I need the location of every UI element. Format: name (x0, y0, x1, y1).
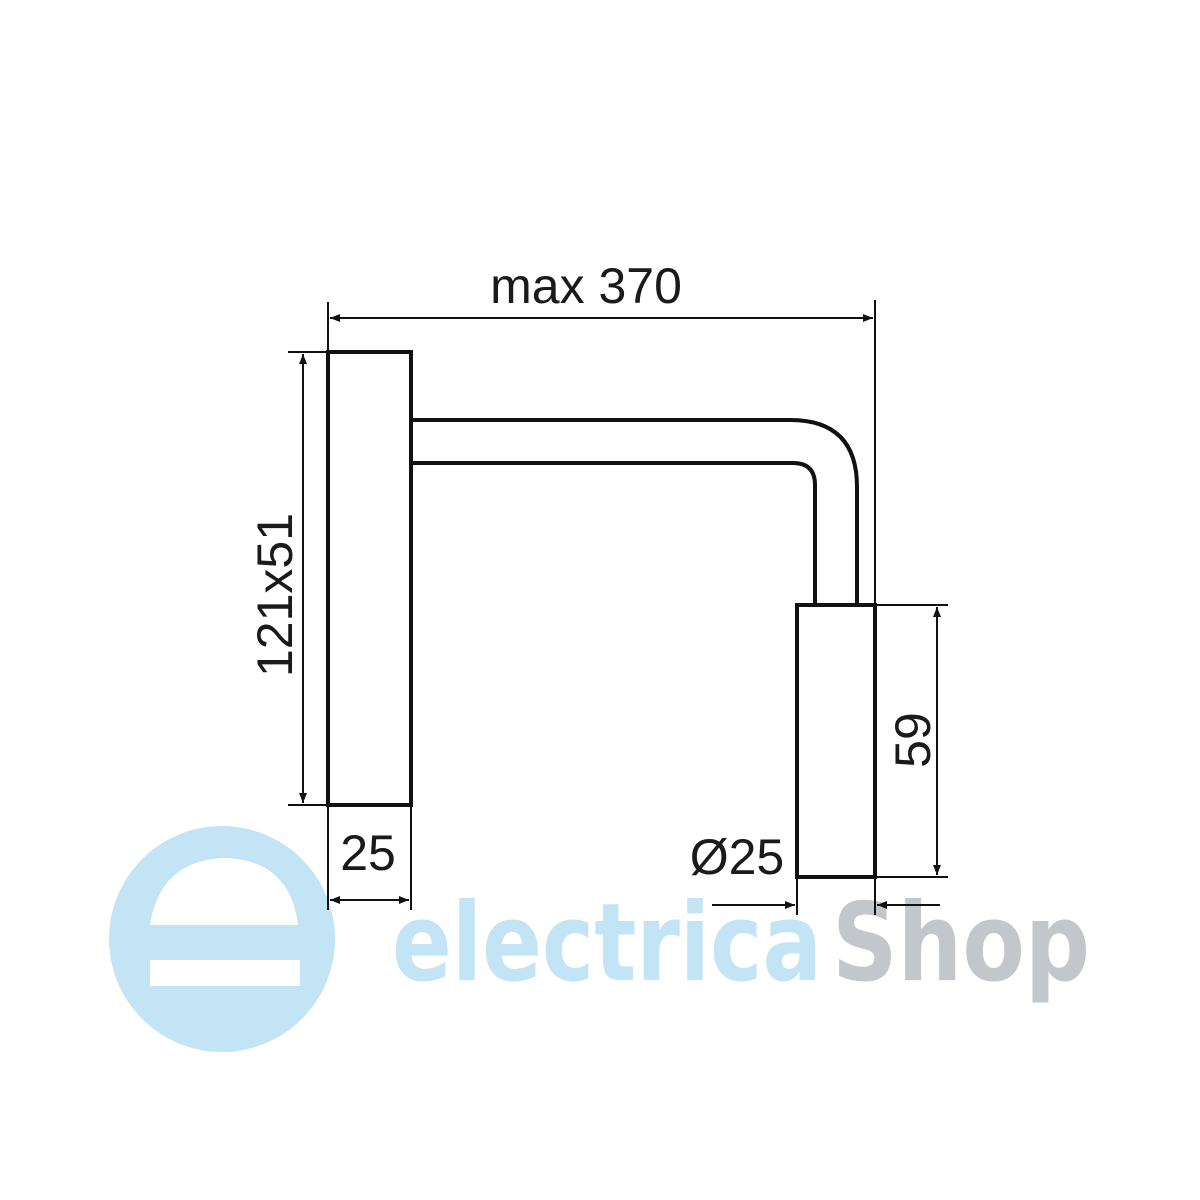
head-length-label: 59 (885, 712, 941, 768)
watermark-brand-part2: Shop (832, 881, 1090, 1006)
overall-length-label: max 370 (490, 258, 682, 314)
watermark-logo: electrica Shop (109, 826, 1090, 1052)
lamp-head (795, 603, 877, 879)
dimension-lines (288, 300, 948, 915)
arm-outer (411, 418, 859, 605)
lamp-outline (326, 350, 877, 879)
arm-inner (411, 461, 817, 605)
plate-depth-label: 25 (340, 825, 396, 881)
wall-plate-size-label: 121x51 (247, 513, 303, 677)
head-diameter-label: Ø25 (690, 829, 785, 885)
watermark-brand-part1: electrica (392, 881, 822, 1006)
wall-plate (326, 350, 413, 807)
